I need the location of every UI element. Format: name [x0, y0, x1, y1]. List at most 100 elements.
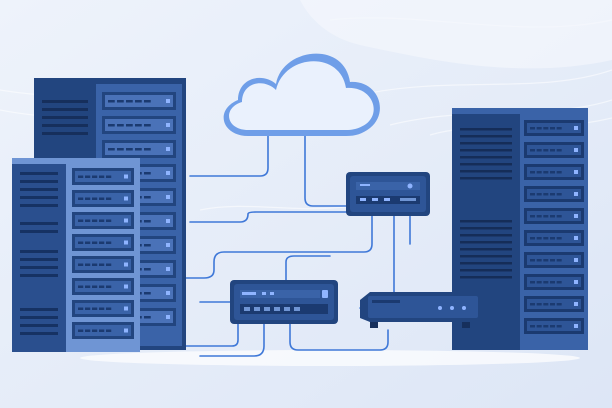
- server-unit-led: [124, 284, 128, 289]
- server-unit-led: [166, 99, 170, 103]
- server-unit-vent: [117, 148, 124, 151]
- server-unit-led: [124, 196, 128, 201]
- server-unit-led: [166, 195, 170, 199]
- server-unit-vent: [78, 197, 84, 200]
- server-unit-vent: [85, 241, 91, 244]
- server-unit-vent: [106, 175, 112, 178]
- server-unit-vent: [536, 281, 542, 284]
- server-unit-vent: [92, 219, 98, 222]
- network-switch-icon: [346, 172, 430, 216]
- server-unit-vent: [78, 329, 84, 332]
- server-unit-vent: [536, 215, 542, 218]
- server-unit-vent: [556, 303, 562, 306]
- server-unit-vent: [92, 263, 98, 266]
- server-unit-vent: [550, 215, 555, 218]
- server-unit-led: [166, 171, 170, 175]
- server-unit-vent: [144, 316, 151, 319]
- server-unit-vent: [85, 219, 91, 222]
- cloud-icon: [223, 53, 380, 136]
- floor-shadow: [80, 350, 580, 366]
- server-unit-vent: [106, 329, 112, 332]
- server-unit-vent: [530, 215, 535, 218]
- server-unit-vent: [536, 171, 542, 174]
- server-unit-vent: [536, 193, 542, 196]
- server-unit-led: [124, 262, 128, 267]
- server-unit-led: [574, 126, 578, 130]
- server-unit-led: [124, 240, 128, 245]
- server-unit-vent: [117, 100, 124, 103]
- server-unit-led: [166, 219, 170, 223]
- server-unit-vent: [92, 329, 98, 332]
- server-unit-vent: [144, 172, 151, 175]
- server-unit-vent: [144, 100, 151, 103]
- server-unit-vent: [85, 175, 91, 178]
- server-unit-vent: [85, 197, 91, 200]
- server-unit-vent: [550, 127, 555, 130]
- server-unit-vent: [99, 197, 105, 200]
- server-unit-led: [574, 280, 578, 284]
- server-unit-vent: [144, 292, 151, 295]
- router-icon: [360, 292, 480, 328]
- server-unit-vent: [530, 259, 535, 262]
- server-unit-vent: [99, 285, 105, 288]
- server-unit-vent: [543, 171, 549, 174]
- server-unit-vent: [556, 259, 562, 262]
- server-unit-led: [574, 324, 578, 328]
- server-unit-vent: [135, 100, 142, 103]
- server-unit-vent: [530, 127, 535, 130]
- server-unit-vent: [106, 285, 112, 288]
- server-unit-vent: [99, 219, 105, 222]
- server-unit-vent: [106, 241, 112, 244]
- server-unit-led: [574, 148, 578, 152]
- server-unit-led: [166, 267, 170, 271]
- server-unit-vent: [106, 263, 112, 266]
- server-unit-led: [124, 218, 128, 223]
- server-unit-led: [166, 147, 170, 151]
- server-unit-vent: [135, 148, 142, 151]
- server-unit-vent: [536, 259, 542, 262]
- server-unit-vent: [78, 219, 84, 222]
- server-unit-vent: [78, 263, 84, 266]
- server-unit-vent: [536, 303, 542, 306]
- server-unit-vent: [126, 148, 133, 151]
- server-unit-vent: [99, 175, 105, 178]
- server-unit-vent: [543, 149, 549, 152]
- server-unit-vent: [550, 303, 555, 306]
- server-unit-vent: [543, 259, 549, 262]
- server-unit-vent: [530, 149, 535, 152]
- server-unit-led: [166, 243, 170, 247]
- server-unit-vent: [106, 219, 112, 222]
- server-unit-vent: [92, 307, 98, 310]
- server-rack-left-front-units: [72, 168, 134, 339]
- server-unit-vent: [99, 307, 105, 310]
- server-unit-vent: [108, 124, 115, 127]
- server-unit-vent: [99, 241, 105, 244]
- server-unit-vent: [543, 281, 549, 284]
- server-unit-vent: [108, 148, 115, 151]
- server-unit-vent: [556, 127, 562, 130]
- server-unit-vent: [556, 193, 562, 196]
- server-unit-vent: [550, 259, 555, 262]
- server-unit-vent: [85, 329, 91, 332]
- server-unit-vent: [543, 325, 549, 328]
- server-unit-vent: [543, 215, 549, 218]
- server-unit-vent: [556, 149, 562, 152]
- server-unit-vent: [92, 241, 98, 244]
- server-unit-vent: [78, 241, 84, 244]
- server-unit-vent: [144, 196, 151, 199]
- server-unit-vent: [550, 171, 555, 174]
- server-unit-led: [166, 291, 170, 295]
- server-unit-vent: [78, 307, 84, 310]
- server-unit-vent: [536, 127, 542, 130]
- server-unit-vent: [144, 268, 151, 271]
- server-unit-vent: [543, 127, 549, 130]
- server-unit-vent: [543, 303, 549, 306]
- server-unit-vent: [99, 263, 105, 266]
- server-unit-vent: [556, 171, 562, 174]
- server-unit-vent: [92, 197, 98, 200]
- server-unit-vent: [543, 193, 549, 196]
- server-unit-vent: [530, 171, 535, 174]
- server-unit-led: [574, 214, 578, 218]
- server-unit-vent: [550, 149, 555, 152]
